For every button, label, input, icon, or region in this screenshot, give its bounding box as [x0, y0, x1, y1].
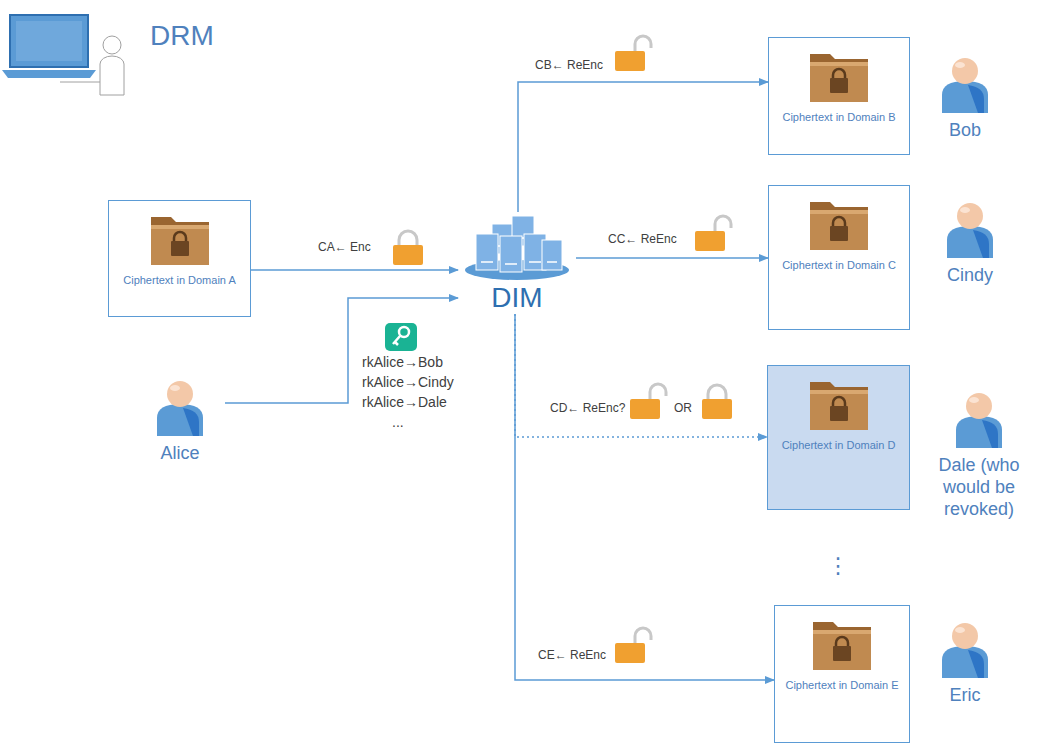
key-label: rkAlice→Dale: [362, 394, 447, 410]
edge-label: CB← ReEnc: [535, 58, 603, 72]
person-icon: [153, 378, 207, 438]
domain-box: Ciphertext in Domain B: [768, 37, 910, 155]
node-label: DIM: [491, 282, 542, 314]
lock-icon: [702, 385, 732, 419]
lock-icon: [615, 36, 651, 71]
lock-icon: [630, 384, 666, 419]
connector-arrow: [518, 82, 768, 212]
domain-label: Ciphertext in Domain B: [782, 110, 895, 125]
domain-box: Ciphertext in Domain C: [768, 185, 910, 330]
or-label: OR: [674, 401, 692, 415]
domain-label: Ciphertext in Domain D: [782, 438, 896, 453]
connector-arrow: [225, 298, 458, 403]
server-node: DIM: [458, 212, 576, 314]
user-node: Alice: [135, 378, 225, 464]
domain-box: Ciphertext in Domain A: [108, 200, 251, 317]
domain-label: Ciphertext in Domain E: [785, 678, 898, 693]
user-node: Dale (who would be revoked): [915, 390, 1043, 520]
edge-label: CE← ReEnc: [538, 648, 606, 662]
connector-arrow: [576, 257, 768, 259]
folder-icon: [808, 48, 870, 104]
connector-arrow: [515, 314, 774, 680]
server-icon: [462, 212, 572, 282]
node-label: Alice: [160, 442, 199, 464]
connector-arrow: [515, 314, 767, 437]
person-icon: [952, 390, 1006, 450]
domain-box: Ciphertext in Domain D: [767, 365, 910, 510]
folder-icon: [811, 616, 873, 672]
key-icon: [385, 323, 417, 351]
domain-box: Ciphertext in Domain E: [774, 605, 910, 743]
node-label: Bob: [949, 119, 981, 141]
node-label: Dale (who would be revoked): [915, 454, 1043, 520]
key-label: rkAlice→Cindy: [362, 374, 454, 390]
person-icon: [938, 55, 992, 115]
node-label: Eric: [950, 684, 981, 706]
lock-icon: [615, 628, 651, 663]
folder-icon: [149, 211, 211, 267]
user-node: Eric: [920, 620, 1010, 706]
edge-label: CD← ReEnc?: [550, 401, 625, 415]
user-node: Cindy: [925, 200, 1015, 286]
domain-label: Ciphertext in Domain A: [123, 273, 236, 288]
folder-icon: [808, 196, 870, 252]
diagram-label: DRM: [150, 20, 214, 52]
ellipsis-label: ...: [392, 414, 404, 430]
person-icon: [943, 200, 997, 260]
lock-icon: [695, 216, 731, 251]
user-node: Bob: [920, 55, 1010, 141]
ellipsis-label: ⋮: [827, 553, 849, 579]
key-label: rkAlice→Bob: [362, 354, 443, 370]
domain-label: Ciphertext in Domain C: [782, 258, 896, 273]
lock-icon: [393, 231, 423, 265]
laptop-icon: [2, 15, 124, 95]
edge-label: CC← ReEnc: [608, 232, 677, 246]
edge-label: CA← Enc: [318, 240, 371, 254]
folder-icon: [808, 376, 870, 432]
person-icon: [938, 620, 992, 680]
connector-arrow: [251, 269, 458, 271]
node-label: Cindy: [947, 264, 993, 286]
